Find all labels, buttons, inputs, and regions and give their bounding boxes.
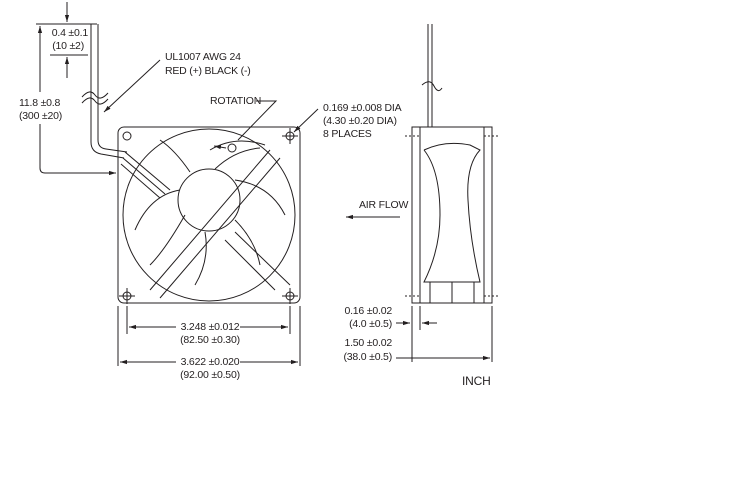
units-label: INCH xyxy=(462,374,491,388)
frame-width-label: 3.622 ±0.020 xyxy=(180,356,240,368)
lead-length-mm-label: (300 ±20) xyxy=(19,110,63,122)
lead-length-dimension xyxy=(37,26,116,176)
air-flow-label: AIR FLOW xyxy=(359,199,409,211)
lead-offset-dimension xyxy=(36,2,97,78)
lead-wires xyxy=(81,24,171,199)
rotation-label: ROTATION xyxy=(210,95,262,107)
depth-mm-label: (38.0 ±0.5) xyxy=(343,351,392,363)
flange-label: 0.16 ±0.02 xyxy=(344,305,392,317)
flange-mm-label: (4.0 ±0.5) xyxy=(349,318,392,330)
lead-offset-label: 0.4 ±0.1 xyxy=(51,27,88,39)
wire-colors-label: RED (+) BLACK (-) xyxy=(165,65,251,77)
hole-dia-mm-label: (4.30 ±0.20 DIA) xyxy=(323,115,397,127)
frame-width-mm-label: (92.00 ±0.50) xyxy=(180,369,240,381)
hole-dia-label: 0.169 ±0.008 DIA xyxy=(323,102,402,114)
front-dimensions xyxy=(117,306,301,366)
wire-spec-label: UL1007 AWG 24 xyxy=(165,51,241,63)
hole-count-label: 8 PLACES xyxy=(323,128,372,140)
side-dimensions xyxy=(396,306,493,362)
depth-label: 1.50 ±0.02 xyxy=(344,337,392,349)
lead-offset-mm-label: (10 ±2) xyxy=(52,40,84,52)
hole-spacing-label: 3.248 ±0.012 xyxy=(180,321,240,333)
hole-spacing-mm-label: (82.50 ±0.30) xyxy=(180,334,240,346)
lead-length-label: 11.8 ±0.8 xyxy=(19,97,61,109)
fan-front-view xyxy=(117,100,319,304)
fan-side-view xyxy=(346,24,499,304)
